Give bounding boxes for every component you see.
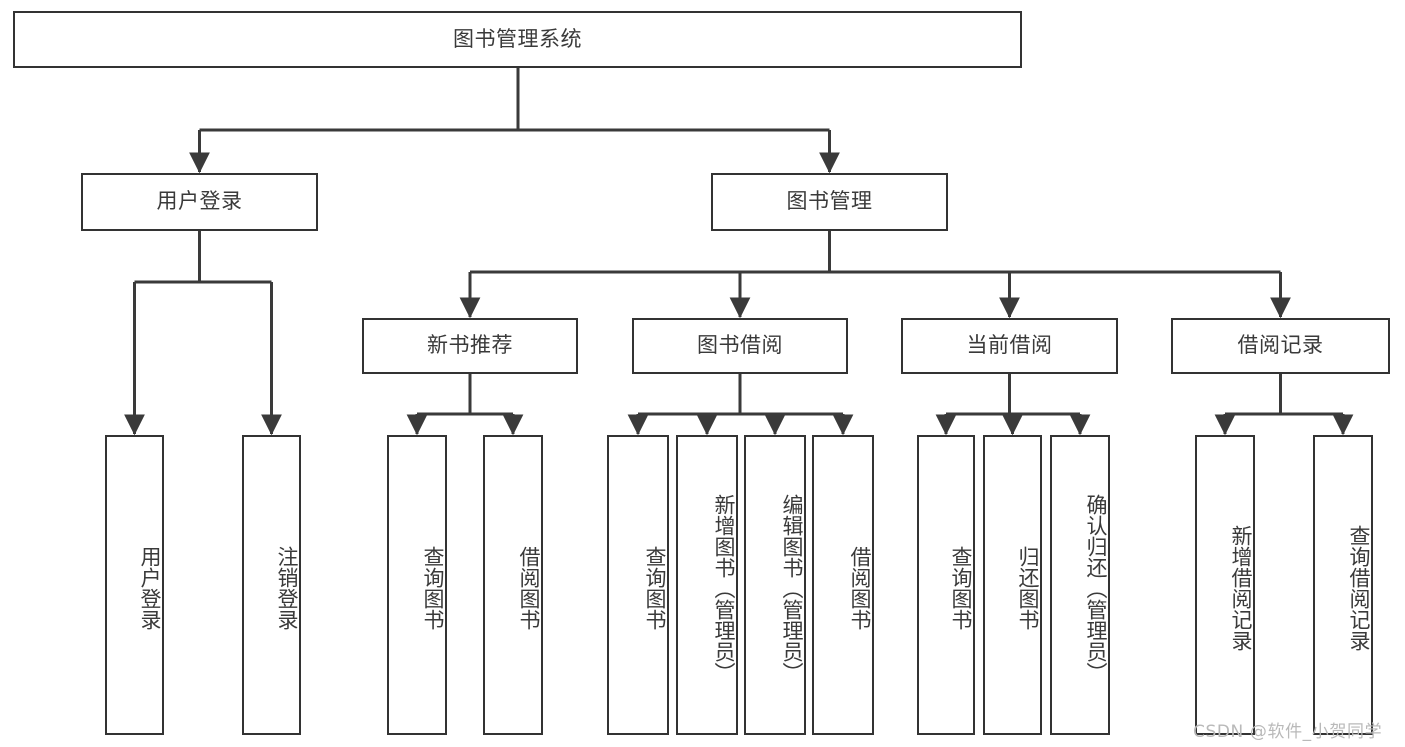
node-label: 新书推荐: [427, 333, 513, 358]
node-label: 借阅图书: [517, 546, 541, 630]
node-leaf-10[interactable]: 确认归还（管理员）: [1050, 435, 1110, 735]
node-label: 当前借阅: [966, 333, 1053, 358]
node-leaf-12[interactable]: 查询借阅记录: [1313, 435, 1373, 735]
node-label: 用户登录: [156, 189, 243, 214]
node-label: 编辑图书（管理员）: [780, 493, 804, 683]
node-level3-3[interactable]: 借阅记录: [1171, 318, 1390, 374]
node-label: 确认归还（管理员）: [1084, 493, 1108, 683]
node-label: 查询图书: [643, 546, 667, 630]
node-leaf-8[interactable]: 查询图书: [917, 435, 975, 735]
node-label: 用户登录: [138, 546, 162, 630]
node-leaf-5[interactable]: 新增图书（管理员）: [676, 435, 738, 735]
node-label: 新增图书（管理员）: [712, 493, 736, 683]
node-label: 图书借阅: [697, 333, 783, 358]
node-leaf-3[interactable]: 借阅图书: [483, 435, 543, 735]
node-label: 注销登录: [275, 546, 299, 630]
node-level3-1[interactable]: 图书借阅: [632, 318, 848, 374]
csdn-watermark: CSDN @软件_小贺同学: [1193, 722, 1383, 742]
node-label: 查询借阅记录: [1347, 525, 1371, 651]
node-leaf-6[interactable]: 编辑图书（管理员）: [744, 435, 806, 735]
node-leaf-4[interactable]: 查询图书: [607, 435, 669, 735]
node-label: 归还图书: [1016, 546, 1040, 630]
node-label: 借阅图书: [848, 546, 872, 630]
node-level3-0[interactable]: 新书推荐: [362, 318, 578, 374]
node-label: 图书管理系统: [453, 26, 582, 51]
node-leaf-1[interactable]: 注销登录: [242, 435, 301, 735]
node-label: 查询图书: [421, 546, 445, 630]
node-level3-2[interactable]: 当前借阅: [901, 318, 1118, 374]
node-leaf-7[interactable]: 借阅图书: [812, 435, 874, 735]
node-label: 新增借阅记录: [1229, 525, 1253, 651]
node-leaf-2[interactable]: 查询图书: [387, 435, 447, 735]
node-label: 图书管理: [786, 189, 873, 214]
node-leaf-0[interactable]: 用户登录: [105, 435, 164, 735]
node-label: 查询图书: [949, 546, 973, 630]
node-leaf-11[interactable]: 新增借阅记录: [1195, 435, 1255, 735]
node-level2-1[interactable]: 图书管理: [711, 173, 948, 231]
node-leaf-9[interactable]: 归还图书: [983, 435, 1042, 735]
node-root-book-management-system[interactable]: 图书管理系统: [13, 11, 1022, 68]
node-label: 借阅记录: [1237, 333, 1324, 358]
node-level2-0[interactable]: 用户登录: [81, 173, 318, 231]
